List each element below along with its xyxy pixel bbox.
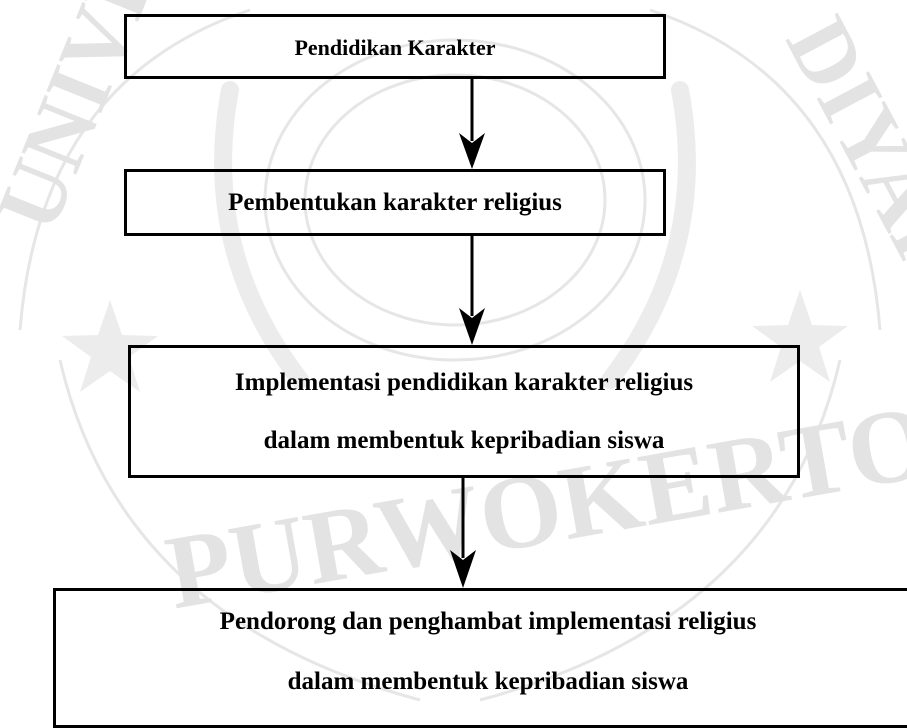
node-label-line-2: dalam membentuk kepribadian siswa (263, 426, 665, 454)
node-label-line-1: Pendorong dan penghambat implementasi re… (219, 608, 757, 635)
node-label: Pendidikan Karakter (294, 35, 496, 60)
node-label: Pembentukan karakter religius (228, 188, 562, 216)
node-pendorong-penghambat: Pendorong dan penghambat implementasi re… (53, 588, 907, 728)
node-pembentukan-karakter-religius: Pembentukan karakter religius (124, 169, 666, 236)
arrow-connector-1 (459, 79, 485, 169)
arrow-connector-3 (450, 478, 476, 588)
node-pendidikan-karakter: Pendidikan Karakter (124, 14, 666, 79)
node-label-line-1: Implementasi pendidikan karakter religiu… (234, 368, 694, 396)
node-label-line-2: dalam membentuk kepribadian siswa (287, 668, 689, 695)
arrow-connector-2 (459, 236, 485, 345)
node-implementasi-pendidikan: Implementasi pendidikan karakter religiu… (128, 345, 800, 478)
watermark-text-right: DIYAH (767, 2, 907, 306)
